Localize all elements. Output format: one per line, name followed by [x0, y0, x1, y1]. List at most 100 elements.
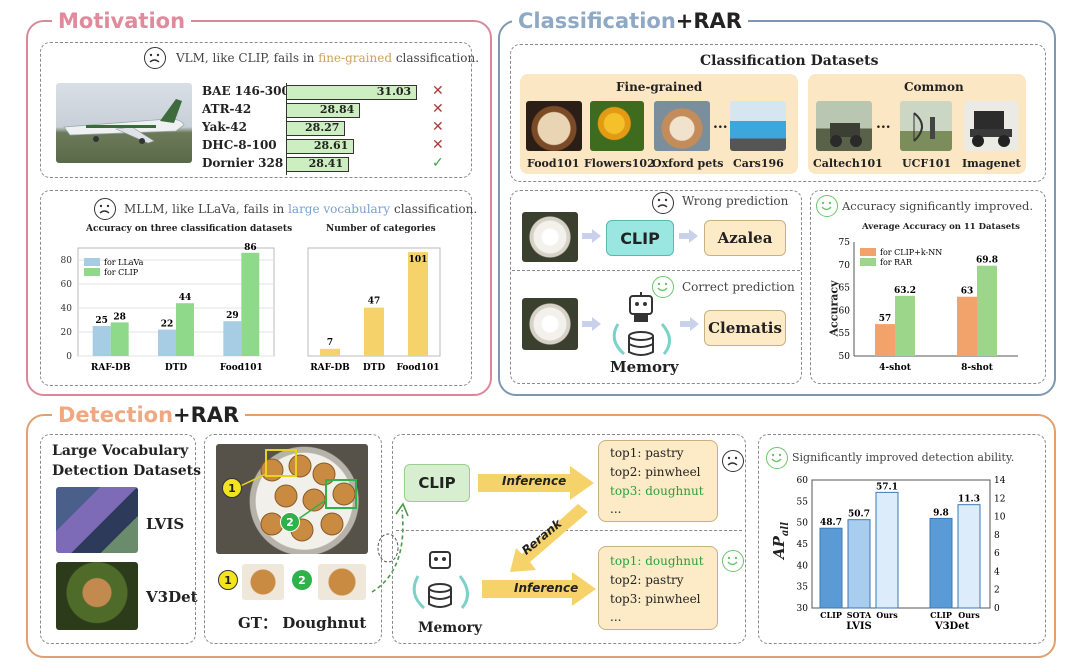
bar-llava — [92, 326, 111, 356]
avg-chart-title: Average Accuracy on 11 Datasets — [862, 222, 1020, 232]
motivation-panel — [26, 20, 492, 396]
aircraft-score-value: 28.84 — [319, 103, 355, 116]
label-food101: Food101 — [527, 157, 580, 170]
legend-swatch — [860, 258, 876, 266]
detection-improved-label: Significantly improved detection ability… — [792, 451, 1015, 464]
detection-datasets-title-2: Detection Datasets — [52, 463, 202, 479]
y-tick-label-right: 2 — [994, 586, 1000, 596]
bar-clip — [176, 303, 194, 356]
memory-cycle-icon — [612, 292, 671, 356]
azalea-box: Azalea — [704, 220, 786, 256]
y-tick-label: 20 — [61, 328, 73, 338]
flower-photo-top — [522, 212, 578, 262]
aircraft-score-value: 28.61 — [313, 139, 349, 152]
sad-face-icon — [94, 198, 116, 220]
detection-title-a: Detection — [58, 403, 174, 427]
accuracy-improved-label: Accuracy significantly improved. — [842, 199, 1034, 213]
bar-rar — [977, 265, 997, 356]
inference-label-top: Inference — [502, 474, 567, 488]
top-b-2: top2: pastry — [610, 573, 684, 587]
aircraft-score-value: 31.03 — [376, 85, 412, 98]
aircraft-label: Dornier 328 — [202, 156, 284, 170]
aircraft-axis — [286, 83, 287, 175]
x-tick-label: Ours — [876, 610, 898, 620]
bar-knn — [875, 324, 895, 356]
bar-lvis — [847, 519, 871, 609]
bar-knn — [957, 296, 977, 356]
datasets-title: Classification Datasets — [700, 53, 879, 69]
ap-chart: 303540455055600246810121448.7CLIP50.7SOT… — [797, 476, 1006, 632]
avg-chart: 5055606570755763.24-shot6369.88-shotfor … — [839, 238, 1018, 373]
motivation-title: Motivation — [52, 8, 192, 34]
acc-chart-title: Accuracy on three classification dataset… — [86, 224, 293, 234]
top-b-3: top3: pinwheel — [610, 592, 701, 606]
y-tick-label: 75 — [839, 238, 851, 248]
bar-category-count — [408, 252, 428, 356]
crop-2 — [318, 564, 366, 600]
y-tick-label-right: 14 — [994, 476, 1006, 486]
top-list-after — [598, 546, 718, 630]
caption-highlight: large vocabulary — [288, 202, 391, 216]
bar-lvis — [875, 491, 899, 609]
detection-panel — [26, 414, 1056, 658]
aircraft-label: DHC-8-100 — [202, 138, 277, 152]
bar-llava — [223, 321, 242, 356]
flowers102-thumb — [590, 101, 644, 151]
x-tick-label: RAF-DB — [310, 363, 350, 373]
v3det-thumb — [56, 562, 138, 630]
clip-box: CLIP — [606, 220, 674, 256]
badge-2-small: 2 — [292, 570, 312, 590]
legend-swatch — [84, 258, 100, 266]
cross-icon: ✕ — [432, 137, 444, 153]
happy-face-icon — [816, 195, 838, 217]
bar-clip — [241, 252, 260, 356]
v3det-label: V3Det — [146, 588, 198, 606]
lvis-label: LVIS — [146, 515, 185, 533]
bar-value-label: 69.8 — [976, 256, 998, 266]
bar-value-label: 86 — [244, 243, 257, 253]
avg-accuracy-box — [810, 190, 1046, 384]
x-tick-label: SOTA — [847, 610, 872, 620]
bar-value-label: 25 — [95, 316, 108, 326]
common-title: Common — [904, 80, 964, 94]
bar-value-label: 22 — [161, 320, 174, 330]
y-tick-label-left: 35 — [797, 583, 809, 593]
aircraft-score-value: 28.41 — [308, 157, 344, 170]
ucf101-thumb — [900, 101, 952, 151]
top-a-4: ... — [610, 502, 622, 516]
y-tick-label: 60 — [61, 280, 73, 290]
top-b-4: ... — [610, 610, 622, 624]
rerank-pipeline-box — [392, 434, 746, 644]
bar-lvis — [819, 527, 843, 609]
arrow-icon — [582, 317, 601, 331]
label-ucf101: UCF101 — [902, 157, 952, 170]
y-tick-label: 0 — [66, 352, 72, 362]
inference-label-bottom: Inference — [514, 581, 579, 595]
bar-value-label: 50.7 — [848, 510, 870, 520]
arrow-icon — [582, 229, 601, 243]
y-tick-label-left: 40 — [797, 561, 809, 571]
group-label: V3Det — [934, 621, 970, 632]
label-flowers102: Flowers102 — [584, 157, 655, 170]
label-cars196: Cars196 — [733, 157, 784, 170]
top-a-3: top3: doughnut — [610, 484, 704, 498]
y-tick-label-left: 50 — [797, 519, 809, 529]
bar-clip — [110, 322, 129, 356]
inference-arrow-icon — [478, 466, 594, 500]
airplane-photo — [56, 83, 192, 163]
y-tick-label: 80 — [61, 256, 73, 266]
inference-arrow-icon — [482, 572, 596, 606]
mllm-caption: MLLM, like LLaVa, fails in large vocabul… — [124, 202, 477, 216]
legend-label: for CLIP+k-NN — [880, 248, 942, 257]
y-tick-label-left: 30 — [797, 604, 809, 614]
bar-value-label: 47 — [368, 297, 381, 307]
sad-face-icon — [722, 450, 744, 472]
x-tick-label: Food101 — [220, 363, 263, 373]
badge-1-small: 1 — [218, 570, 238, 590]
aircraft-label: BAE 146-300 — [202, 84, 290, 98]
check-icon: ✓ — [432, 155, 444, 171]
classification-title-a: Classification — [518, 9, 676, 33]
flower-photo-bottom — [522, 298, 578, 350]
bar-llava — [158, 329, 176, 356]
